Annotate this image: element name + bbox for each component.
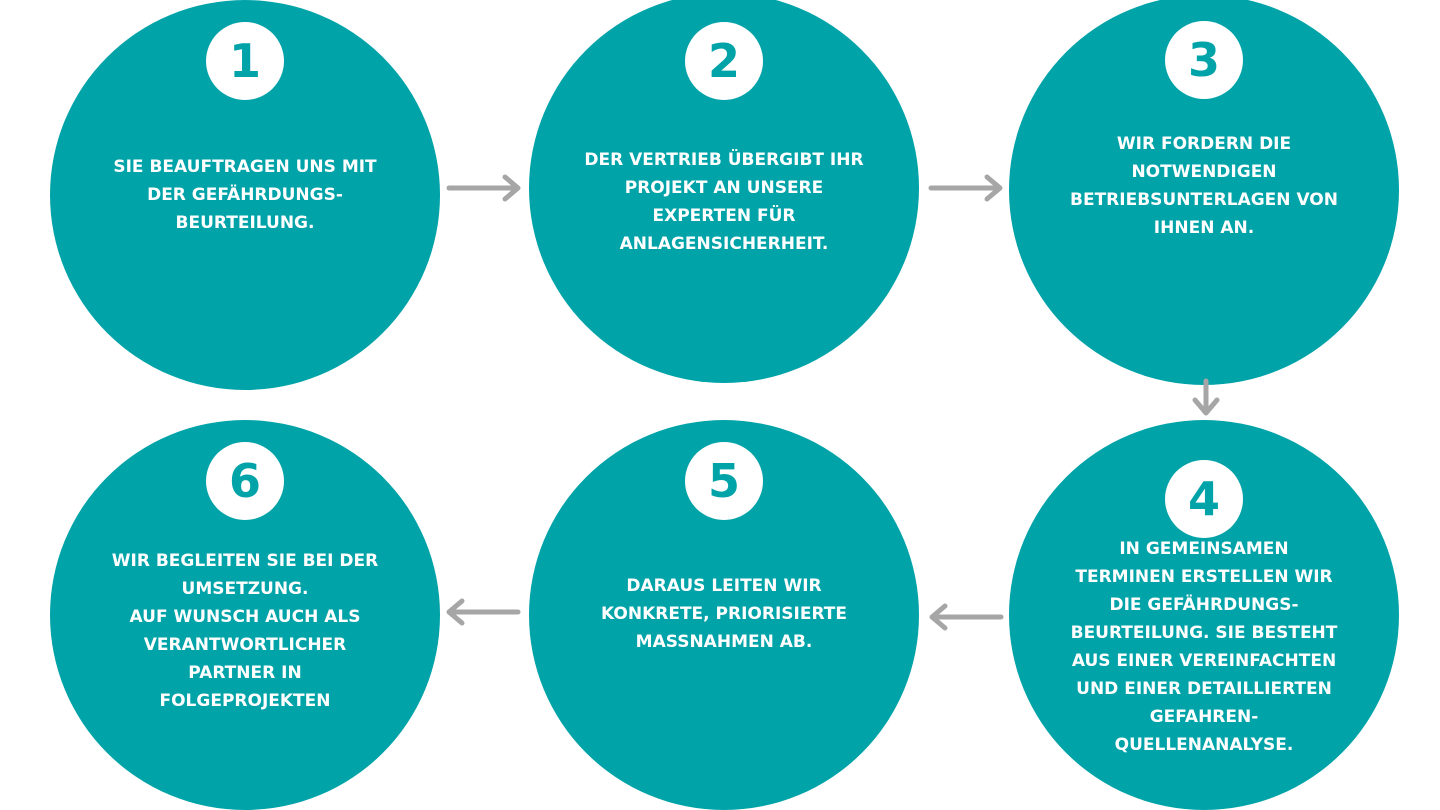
arrow-down-icon bbox=[1192, 378, 1220, 416]
step-1-circle: 1 SIE BEAUFTRAGEN UNS MIT DER GEFÄHRDUNG… bbox=[50, 0, 440, 390]
step-6-text: WIR BEGLEITEN SIE BEI DER UMSETZUNG. AUF… bbox=[111, 551, 379, 711]
step-4-circle: 4 IN GEMEINSAMEN TERMINEN ERSTELLEN WIR … bbox=[1009, 420, 1399, 810]
step-6-circle: 6 WIR BEGLEITEN SIE BEI DER UMSETZUNG. A… bbox=[50, 420, 440, 810]
step-2-text: DER VERTRIEB ÜBERGIBT IHR PROJEKT AN UNS… bbox=[584, 150, 864, 254]
step-3-number: 3 bbox=[1165, 21, 1243, 99]
step-2-number: 2 bbox=[685, 22, 763, 100]
step-5-circle: 5 DARAUS LEITEN WIR KONKRETE, PRIORISIER… bbox=[529, 420, 919, 810]
arrow-left-icon bbox=[446, 598, 521, 626]
step-5-text: DARAUS LEITEN WIR KONKRETE, PRIORISIERTE… bbox=[600, 576, 847, 652]
step-4-text: IN GEMEINSAMEN TERMINEN ERSTELLEN WIR DI… bbox=[1070, 539, 1338, 755]
arrow-right-icon bbox=[928, 174, 1003, 202]
step-2-circle: 2 DER VERTRIEB ÜBERGIBT IHR PROJEKT AN U… bbox=[529, 0, 919, 383]
step-6-number: 6 bbox=[206, 442, 284, 520]
step-4-number: 4 bbox=[1165, 460, 1243, 538]
step-3-text: WIR FORDERN DIE NOTWENDIGEN BETRIEBSUNTE… bbox=[1070, 134, 1338, 238]
arrow-right-icon bbox=[446, 174, 521, 202]
arrow-left-icon bbox=[929, 603, 1004, 631]
step-5-number: 5 bbox=[685, 442, 763, 520]
step-1-text: SIE BEAUFTRAGEN UNS MIT DER GEFÄHRDUNGS-… bbox=[113, 157, 377, 233]
step-3-circle: 3 WIR FORDERN DIE NOTWENDIGEN BETRIEBSUN… bbox=[1009, 0, 1399, 385]
step-1-number: 1 bbox=[206, 22, 284, 100]
